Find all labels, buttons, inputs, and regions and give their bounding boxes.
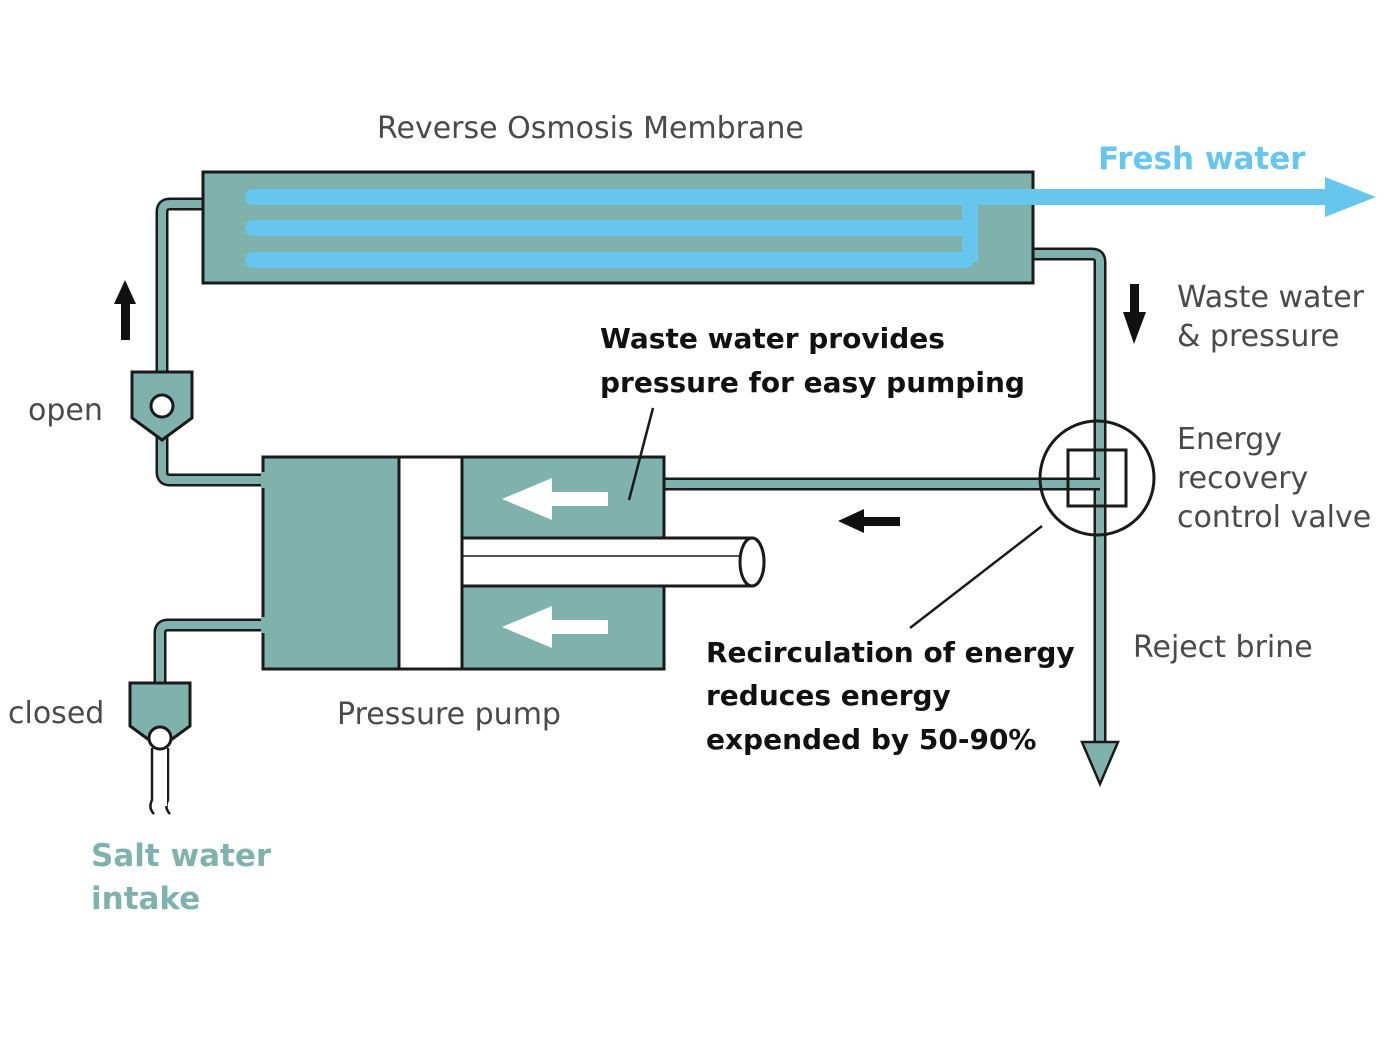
energy-label-line1: Energy — [1177, 422, 1282, 457]
piston-rod — [460, 536, 766, 588]
pressure-pump-label: Pressure pump — [337, 697, 561, 732]
recirc-note-line2: reduces energy — [706, 679, 951, 712]
energy-label-line2: recovery — [1177, 461, 1308, 496]
reject-brine-arrowhead — [1080, 740, 1120, 788]
waste-pipe — [1032, 247, 1107, 750]
feed-pipe — [155, 197, 263, 487]
recirc-callout-line — [909, 525, 1043, 629]
fresh-water-arrow — [1033, 177, 1376, 217]
pump-arrow-lower — [502, 606, 608, 648]
recirc-note-line1: Recirculation of energy — [706, 636, 1075, 669]
down-arrow-icon — [1123, 284, 1146, 344]
intake-pipe — [149, 618, 263, 815]
membrane-label: Reverse Osmosis Membrane — [377, 111, 804, 146]
waste-note-line1: Waste water provides — [600, 322, 945, 355]
pump-piston — [397, 455, 464, 671]
open-check-valve — [130, 370, 194, 442]
recirc-note-line3: expended by 50-90% — [706, 723, 1037, 756]
waste-callout-line — [627, 407, 655, 501]
ro-membrane — [201, 170, 1048, 285]
waste-water-label-line2: & pressure — [1177, 319, 1340, 354]
reject-brine-label: Reject brine — [1133, 630, 1313, 665]
pump-left-chamber — [261, 455, 401, 671]
fresh-water-label: Fresh water — [1098, 141, 1306, 177]
energy-label-line3: control valve — [1177, 500, 1371, 535]
salt-water-label-line2: intake — [91, 881, 200, 917]
waste-water-label-line1: Waste water — [1177, 280, 1365, 315]
energy-recovery-valve — [1038, 419, 1156, 537]
waste-note-line2: pressure for easy pumping — [600, 366, 1025, 399]
open-label: open — [28, 393, 103, 428]
pump-arrow-upper — [502, 478, 608, 520]
salt-water-label-line1: Salt water — [91, 838, 272, 874]
left-arrow-icon — [838, 509, 900, 533]
closed-check-valve — [128, 681, 192, 751]
closed-label: closed — [8, 696, 104, 731]
up-arrow-icon — [114, 280, 136, 340]
